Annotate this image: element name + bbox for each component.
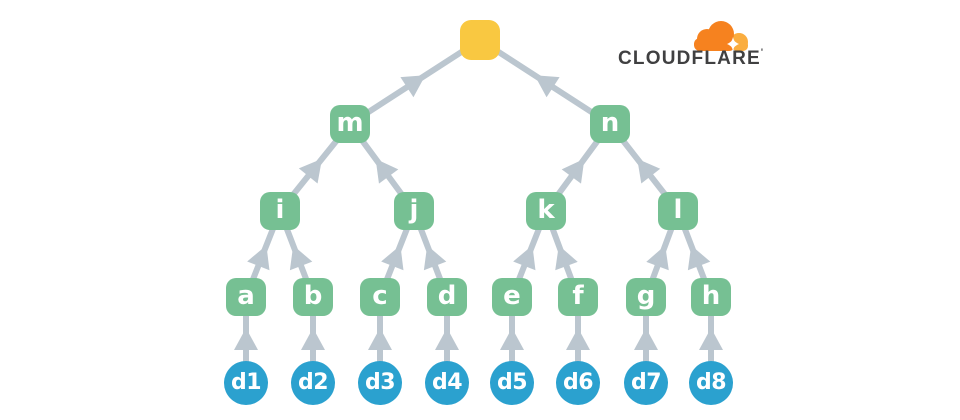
edge-arrowhead-b-i: [289, 245, 313, 271]
tree-node-h: h: [691, 278, 731, 316]
tree-node-d5: d5: [490, 361, 534, 405]
edge-arrowhead-l-n: [637, 158, 661, 184]
edge-arrowhead-h-l: [687, 245, 711, 271]
tree-node-d7: d7: [624, 361, 668, 405]
tree-node-c: c: [360, 278, 400, 316]
edge-arrowhead-d7-g: [634, 327, 658, 350]
tree-node-d8: d8: [689, 361, 733, 405]
edge-arrowhead-d5-e: [500, 327, 524, 350]
tree-node-k: k: [526, 192, 566, 230]
edge-arrowhead-d3-c: [368, 327, 392, 350]
tree-node-a: a: [226, 278, 266, 316]
edge-arrowhead-a-i: [247, 245, 270, 271]
tree-node-d2: d2: [291, 361, 335, 405]
edge-arrowhead-d4-d: [435, 327, 459, 350]
cloudflare-logo: CLOUDFLARE': [618, 14, 768, 70]
tree-node-d: d: [427, 278, 467, 316]
edge-arrowhead-d-j: [423, 245, 447, 271]
tree-node-d4: d4: [425, 361, 469, 405]
edge-arrowhead-m-root: [400, 75, 426, 98]
tree-node-b: b: [293, 278, 333, 316]
edge-arrowhead-i-m: [298, 158, 322, 184]
tree-node-d6: d6: [556, 361, 600, 405]
cloudflare-wordmark: CLOUDFLARE': [618, 47, 763, 70]
tree-node-g: g: [626, 278, 666, 316]
cloudflare-trademark: ': [760, 47, 764, 57]
edge-arrowhead-n-root: [534, 75, 560, 98]
edge-arrowhead-f-k: [555, 245, 578, 271]
tree-node-d3: d3: [358, 361, 402, 405]
tree-node-l: l: [658, 192, 698, 230]
edge-arrowhead-j-m: [375, 158, 399, 184]
tree-node-n: n: [590, 105, 630, 143]
edge-arrowhead-d8-h: [699, 327, 723, 350]
edge-arrowhead-e-k: [513, 245, 536, 271]
edge-arrowhead-d1-a: [234, 327, 258, 350]
tree-node-d1: d1: [224, 361, 268, 405]
tree-node-e: e: [492, 278, 532, 316]
cloudflare-cloud-icon: [694, 21, 748, 51]
edge-arrowhead-g-l: [646, 245, 669, 271]
cloudflare-wordmark-text: CLOUDFLARE: [618, 48, 761, 69]
edge-arrowhead-d2-b: [301, 327, 325, 350]
edge-arrowhead-k-n: [561, 158, 585, 184]
tree-node-i: i: [260, 192, 300, 230]
tree-node-root: [460, 20, 500, 60]
edge-arrowhead-d6-f: [566, 327, 590, 350]
tree-node-f: f: [558, 278, 598, 316]
tree-node-j: j: [394, 192, 434, 230]
edge-arrowhead-c-j: [381, 245, 404, 271]
tree-node-m: m: [330, 105, 370, 143]
